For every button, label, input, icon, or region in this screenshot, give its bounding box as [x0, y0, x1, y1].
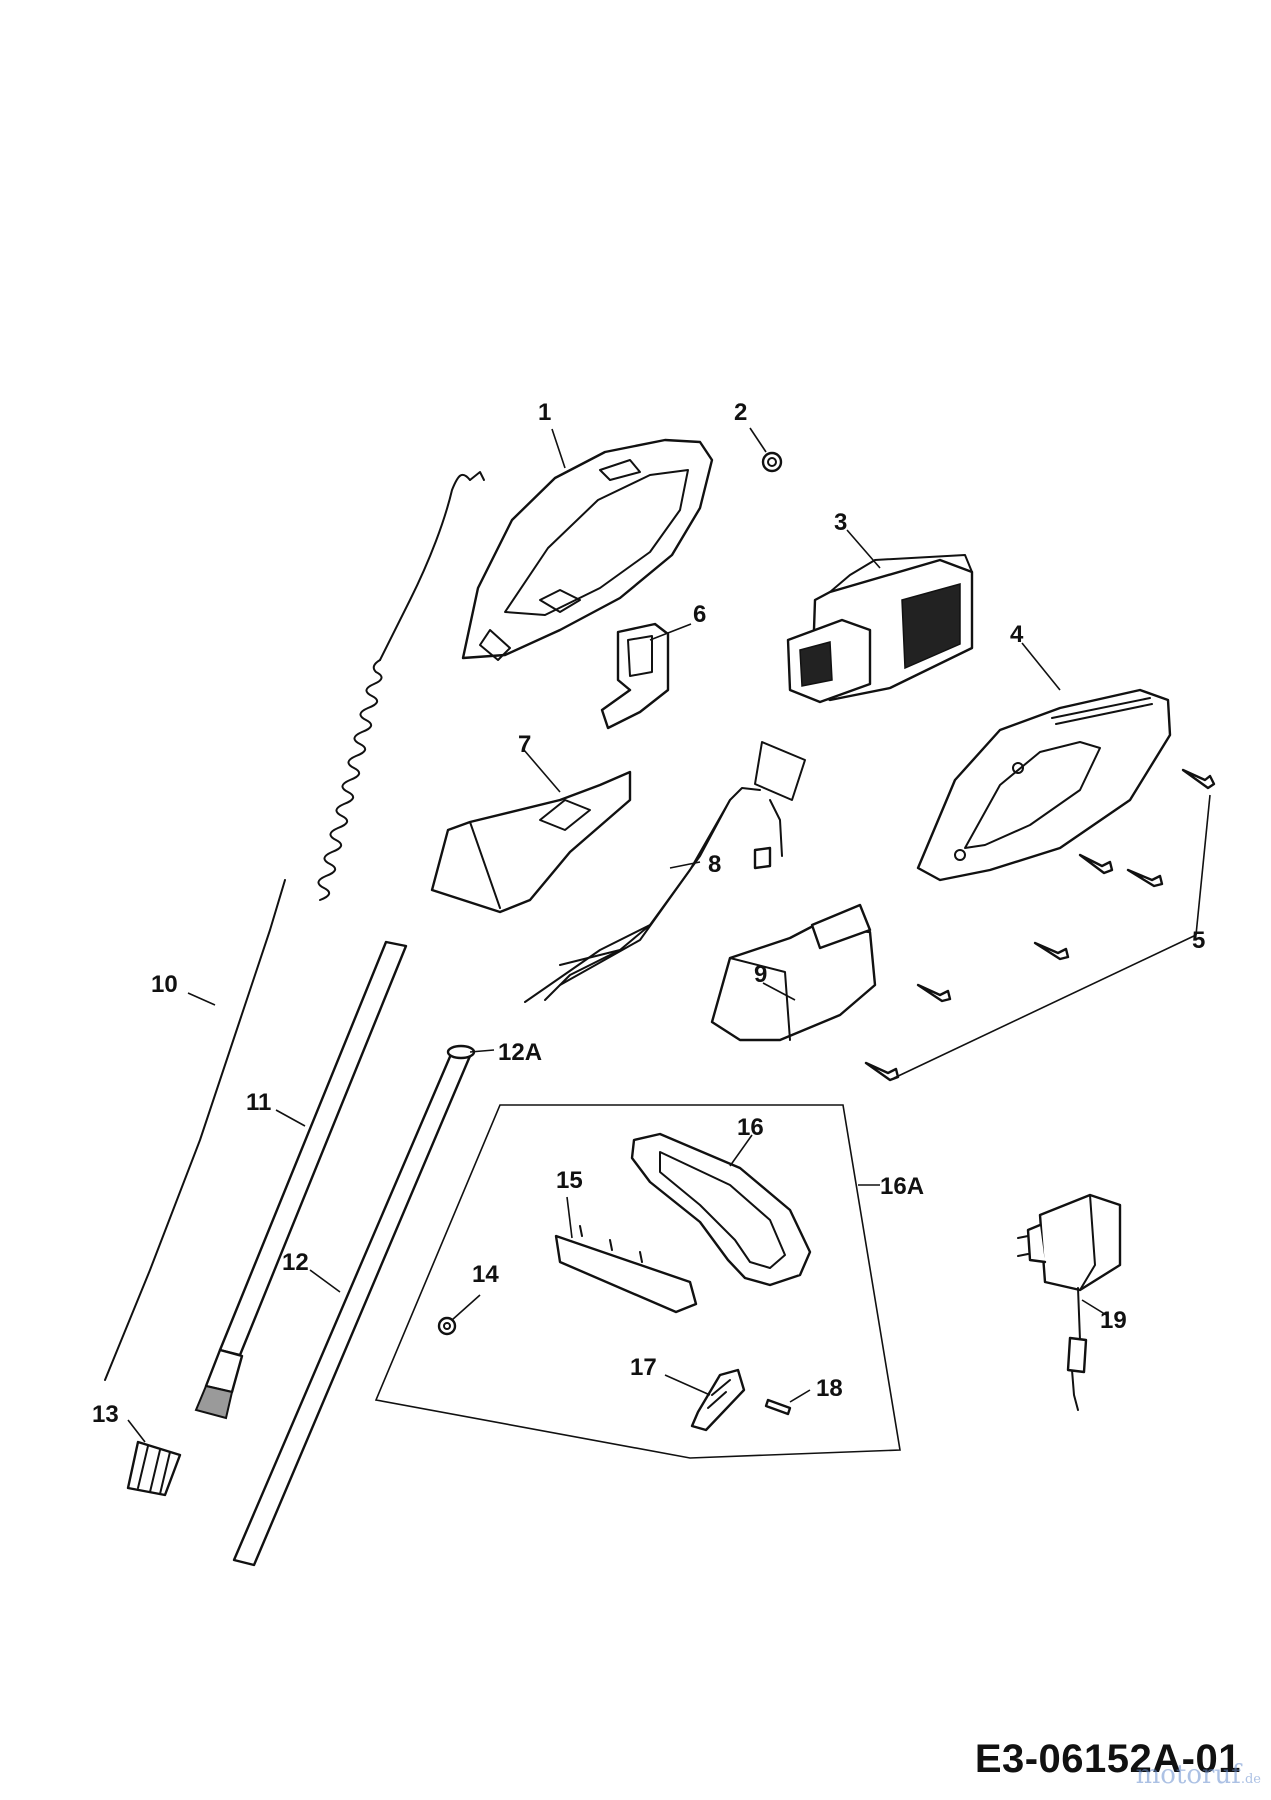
callout-17: 17: [630, 1354, 657, 1381]
callout-2: 2: [734, 399, 747, 426]
callout-19: 19: [1100, 1307, 1127, 1334]
callout-1: 1: [538, 399, 551, 426]
part-10-spiral-cable: [104, 471, 485, 1381]
callout-7: 7: [518, 731, 531, 758]
watermark-suffix: .de: [1240, 1772, 1261, 1787]
part-5-screws: [864, 768, 1216, 1082]
callout-18: 18: [816, 1375, 843, 1402]
leader-lines: [127, 427, 1211, 1443]
part-8-wiring-harness: [524, 741, 806, 1003]
callout-4: 4: [1010, 621, 1024, 648]
part-19-charger: [1017, 1193, 1122, 1411]
callout-13: 13: [92, 1401, 119, 1428]
drawing-code: E3-06152A-01: [974, 1737, 1241, 1781]
callout-8: 8: [708, 851, 721, 878]
callout-6: 6: [693, 601, 706, 628]
part-16-guard: [630, 1132, 812, 1287]
part-18-pin: [764, 1398, 792, 1416]
part-17-clip: [690, 1368, 746, 1432]
part-11-upper-shaft: [194, 940, 408, 1420]
part-7-switch-carrier: [430, 770, 632, 914]
callout-12: 12: [282, 1249, 309, 1276]
part-14-nut: [437, 1316, 457, 1336]
callout-14: 14: [472, 1261, 499, 1288]
callout-3: 3: [834, 509, 847, 536]
part-4-lower-handle: [916, 688, 1172, 882]
callouts: 1 2 3 4 5 6 7 8 9 10 11 12 12A 13 14 15 …: [92, 399, 1205, 1428]
callout-16a: 16A: [880, 1173, 924, 1200]
part-15-cover: [554, 1225, 698, 1314]
callout-12a: 12A: [498, 1039, 542, 1066]
callout-16: 16: [737, 1114, 764, 1141]
group-16a-bracket: [374, 1104, 901, 1459]
part-1-handle-housing: [461, 438, 714, 661]
watermark-logo: motoruf.de: [1136, 1760, 1261, 1790]
part-13-knob: [126, 1440, 182, 1497]
callout-11: 11: [246, 1089, 271, 1116]
callout-15: 15: [556, 1167, 583, 1194]
part-2-nut: [761, 451, 783, 473]
part-9-battery-holder: [710, 903, 877, 1042]
part-12-lower-shaft: [232, 1044, 476, 1567]
part-3-battery-pack: [786, 554, 974, 704]
watermark-name: motoruf: [1135, 1760, 1241, 1790]
part-6-switch: [600, 622, 670, 730]
callout-5: 5: [1192, 927, 1205, 954]
callout-10: 10: [151, 971, 178, 998]
callout-9: 9: [754, 961, 767, 988]
